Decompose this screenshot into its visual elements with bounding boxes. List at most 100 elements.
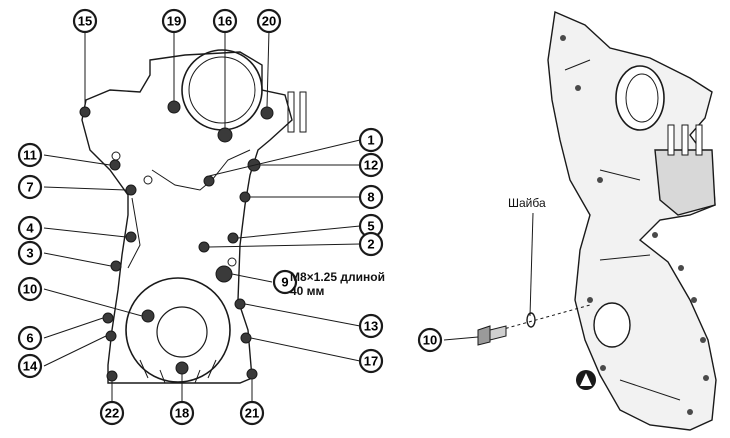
callout-17: 17 — [358, 348, 384, 374]
crank-seal-outer — [125, 277, 231, 383]
bolt-10-shank — [489, 325, 507, 341]
callout-label: 3 — [26, 246, 33, 261]
callout-label: 6 — [26, 331, 33, 346]
bolt-10-leader — [443, 336, 479, 341]
bolt-2 — [198, 241, 210, 253]
callout-label: 15 — [78, 14, 92, 29]
callout-21: 21 — [239, 400, 265, 426]
stud-2 — [299, 91, 307, 133]
upper-seal-outer — [181, 49, 263, 131]
callout-13: 13 — [358, 313, 384, 339]
callout-label: 21 — [245, 406, 259, 421]
bolt-6 — [102, 312, 114, 324]
crank-seal-flange — [139, 359, 217, 384]
washer-label: Шайба — [508, 196, 546, 210]
callout-label: 16 — [218, 14, 232, 29]
bolt-17 — [240, 332, 252, 344]
bolt-22 — [106, 370, 118, 382]
callout-label: 19 — [167, 14, 181, 29]
washer — [526, 312, 536, 328]
callout-22: 22 — [99, 400, 125, 426]
logo-mark — [576, 370, 596, 390]
bolt-10-side — [477, 325, 491, 346]
callout-label: 2 — [367, 237, 374, 252]
callout-3: 3 — [17, 240, 43, 266]
callout-label: 12 — [364, 158, 378, 173]
callout-18: 18 — [169, 400, 195, 426]
bolt-19 — [167, 100, 181, 114]
callout-10: 10 — [17, 276, 43, 302]
callout-19: 19 — [161, 8, 187, 34]
upper-seal-inner — [188, 56, 256, 124]
bolt-15 — [79, 106, 91, 118]
side-ribs — [564, 59, 681, 401]
bolt-13 — [234, 298, 246, 310]
callout-12: 12 — [358, 152, 384, 178]
bolt-9-spec-line2: 40 мм — [290, 284, 325, 298]
bolt-20 — [260, 106, 274, 120]
bolt-3 — [110, 260, 122, 272]
dowel-right — [227, 257, 237, 267]
bolt-8 — [239, 191, 251, 203]
dowel-mid — [143, 175, 153, 185]
bolt-7 — [125, 184, 137, 196]
callout-20: 20 — [256, 8, 282, 34]
bolt-4 — [125, 231, 137, 243]
bolt-9 — [215, 265, 233, 283]
bolt-1 — [203, 175, 215, 187]
cover-outline — [81, 51, 293, 384]
callout-label: 22 — [105, 406, 119, 421]
bolt-16 — [217, 127, 233, 143]
callout-15: 15 — [72, 8, 98, 34]
callout-4: 4 — [17, 215, 43, 241]
side-seal — [615, 65, 665, 131]
callout-label: 17 — [364, 354, 378, 369]
side-outline — [547, 10, 717, 431]
callout-label: 4 — [26, 221, 34, 236]
assembly-axis — [499, 304, 591, 331]
bolt-21 — [246, 368, 258, 380]
washer-leader — [529, 212, 534, 317]
callouts: 15 19 16 20 11 7 4 3 10 6 14 22 18 21 1 12 8 5 2 9 13 17 10 — [17, 8, 443, 426]
crank-seal-inner — [156, 306, 208, 358]
callout-2: 2 — [358, 231, 384, 257]
callout-label: 8 — [367, 190, 374, 205]
callout-label: 9 — [281, 275, 288, 290]
timing-cover-side-view — [547, 10, 717, 431]
callout-label: 20 — [262, 14, 276, 29]
side-stud-3 — [695, 124, 703, 156]
callout-label: 18 — [175, 406, 189, 421]
callout-10: 10 — [417, 327, 443, 353]
side-seal-inner — [625, 73, 659, 123]
stud-1 — [287, 91, 295, 133]
washer-bolt-assembly — [443, 212, 591, 346]
callout-label: 11 — [23, 148, 37, 163]
callout-9: 9 — [272, 269, 298, 295]
bolt-11 — [109, 159, 121, 171]
callout-label: 14 — [23, 359, 38, 374]
timing-cover-front-view — [81, 49, 307, 384]
callout-label: 10 — [423, 333, 437, 348]
callout-label: 5 — [367, 219, 374, 234]
callout-label: 1 — [367, 133, 374, 148]
bolt-heads — [79, 100, 274, 382]
bolt-9-spec-line1: M8×1.25 длиной — [290, 270, 385, 284]
side-crank-boss — [593, 302, 631, 348]
callout-label: 7 — [26, 180, 33, 195]
bolt-5 — [227, 232, 239, 244]
callout-14: 14 — [17, 353, 43, 379]
callout-8: 8 — [358, 184, 384, 210]
dowel-upper-left — [111, 151, 121, 161]
side-stud-1 — [667, 124, 675, 156]
callout-11: 11 — [17, 142, 43, 168]
leader-lines — [43, 29, 361, 402]
callout-6: 6 — [17, 325, 43, 351]
bolt-18 — [175, 361, 189, 375]
callout-16: 16 — [212, 8, 238, 34]
callout-label: 10 — [23, 282, 37, 297]
callout-1: 1 — [358, 127, 384, 153]
bolt-10 — [141, 309, 155, 323]
side-stud-2 — [681, 124, 689, 156]
bolt-14 — [105, 330, 117, 342]
